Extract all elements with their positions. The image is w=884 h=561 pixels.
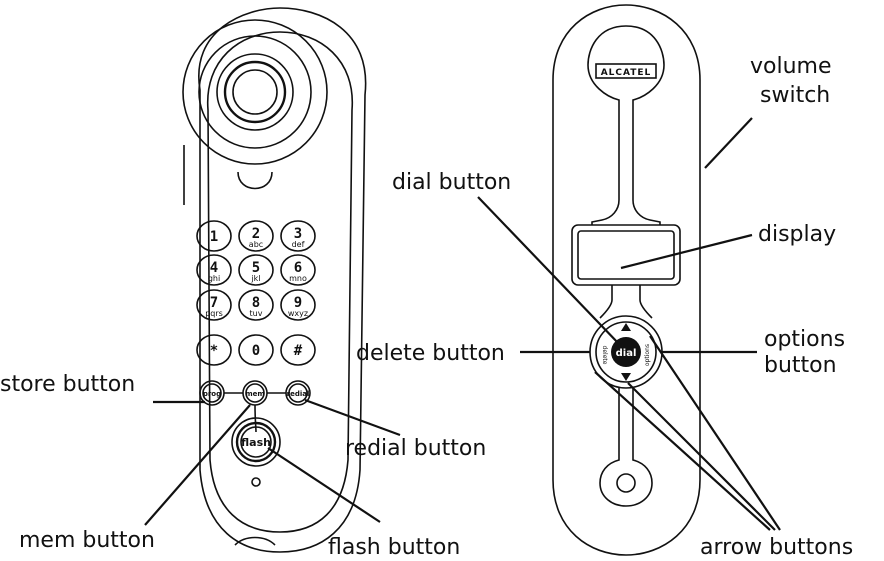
key-letters: tuv (250, 309, 263, 318)
delete-key-label[interactable]: delete (601, 346, 608, 365)
handset-back: ALCATEL delete options dial (552, 4, 701, 556)
key-letters: ghi (208, 274, 220, 283)
key-letters: pqrs (205, 309, 223, 318)
flash-button-label: flash (241, 436, 271, 449)
arrow-leader-3 (649, 335, 781, 531)
key-digit: 9 (294, 295, 302, 311)
hanger-hole (616, 473, 636, 493)
redial-button-label: redial (287, 390, 310, 398)
key-letters: wxyz (288, 309, 308, 318)
options-key-label[interactable]: options (644, 344, 651, 366)
callout-lines (144, 117, 781, 531)
key-digit: 4 (210, 260, 218, 276)
nav-ring-inner (595, 321, 657, 383)
dial-button-label: dial (616, 348, 637, 359)
options-button-callout-2: button (764, 353, 837, 378)
key-digit: 8 (252, 295, 260, 311)
flash-button-callout: flash button (328, 535, 460, 560)
earpiece (182, 19, 328, 190)
flash-leader (267, 447, 381, 523)
key-star[interactable]: * (196, 334, 232, 366)
dial-leader (477, 196, 621, 346)
arrow-leader-2 (627, 382, 776, 531)
display-screen (577, 230, 675, 280)
key-digit: * (210, 343, 218, 359)
lower-panel (599, 388, 653, 507)
logo-panel-right (625, 25, 665, 225)
key-letters: jkl (250, 274, 260, 283)
volume-switch-callout-1: volume (750, 54, 832, 79)
redial-leader (304, 398, 401, 437)
arrow-down-icon[interactable] (621, 373, 631, 381)
key-digit: 6 (294, 260, 302, 276)
key-digit: 5 (252, 260, 260, 276)
back-outline (552, 4, 701, 556)
labels: store button mem button flash button red… (0, 54, 853, 560)
arrow-leader-1 (594, 371, 771, 531)
prog-button-label: prog (203, 390, 221, 398)
key-digit: 0 (252, 343, 260, 359)
display-leader (620, 233, 753, 270)
brand-logo: ALCATEL (601, 68, 652, 78)
key-1[interactable]: 1 (196, 220, 232, 252)
mem-button-callout: mem button (19, 528, 155, 553)
mem-button-label: mem (245, 390, 264, 398)
key-letters: mno (289, 274, 307, 283)
mem-button[interactable]: mem (242, 380, 268, 406)
microphone-hole (251, 477, 261, 487)
key-digit: 7 (210, 295, 218, 311)
volume-leader (704, 117, 753, 169)
key-letters: abc (249, 240, 263, 249)
arrow-up-icon[interactable] (621, 323, 631, 331)
key-digit: 3 (294, 226, 302, 242)
key-0[interactable]: 0 (238, 334, 274, 366)
key-digit: 1 (210, 229, 218, 245)
display-frame (571, 224, 681, 286)
dial-button-callout: dial button (392, 170, 511, 195)
redial-button-callout: redial button (345, 436, 486, 461)
options-button-callout-1: options (764, 327, 845, 352)
handset-outline (198, 7, 367, 553)
logo-panel-left (587, 25, 627, 225)
mem-leader (144, 404, 251, 526)
key-letters: def (292, 240, 305, 249)
key-hash[interactable]: # (280, 334, 316, 366)
display-callout: display (758, 222, 836, 247)
nav-connector (599, 285, 653, 319)
key-digit: # (294, 343, 303, 359)
store-button-label: store button (0, 372, 135, 397)
brand-plate (595, 63, 657, 79)
key-digit: 2 (252, 226, 260, 242)
handset-inner-outline (207, 31, 353, 533)
flash-button[interactable]: flash (231, 417, 281, 467)
delete-button-callout: delete button (356, 341, 505, 366)
volume-switch-callout-2: switch (760, 83, 830, 108)
bottom-notch (234, 536, 276, 546)
arrow-buttons-callout: arrow buttons (700, 535, 853, 560)
